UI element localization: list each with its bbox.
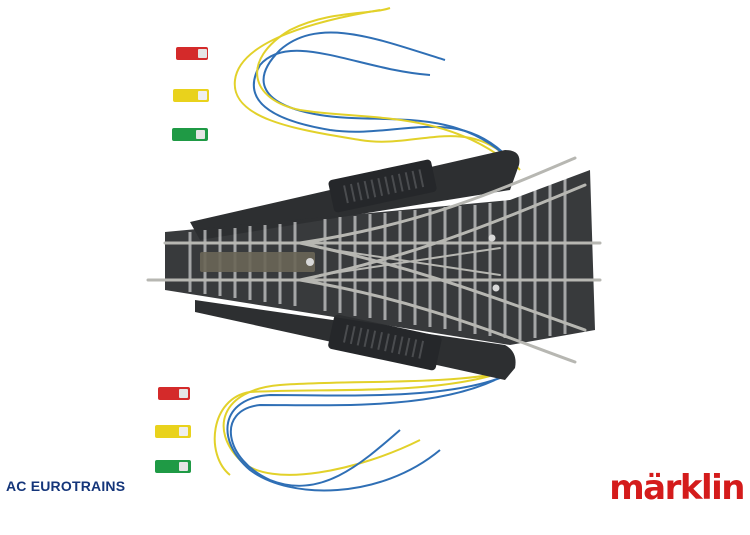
- turnout-motor-housing-top: [190, 150, 520, 240]
- ac-eurotrains-logo: AC EUROTRAINS: [6, 478, 126, 494]
- pivot-pin: [306, 258, 314, 266]
- wire-bundle-bottom: [213, 371, 506, 492]
- connector-plug-green-top: [172, 128, 208, 141]
- turnout-motor-housing-bottom: [195, 300, 516, 380]
- connector-plug-yellow-top: [173, 89, 209, 102]
- wire-bundle-top: [233, 7, 521, 171]
- frog-pin-top: [488, 234, 496, 242]
- frog-pin-bottom: [492, 284, 500, 292]
- connector-plug-red-top: [176, 47, 208, 60]
- marklin-logo: märklin: [609, 468, 745, 508]
- turnout-throw-bar: [200, 252, 315, 272]
- track-rails: [146, 156, 602, 364]
- connector-plug-green-bottom: [155, 460, 191, 473]
- connector-plug-red-bottom: [158, 387, 190, 400]
- connector-plug-yellow-bottom: [155, 425, 191, 438]
